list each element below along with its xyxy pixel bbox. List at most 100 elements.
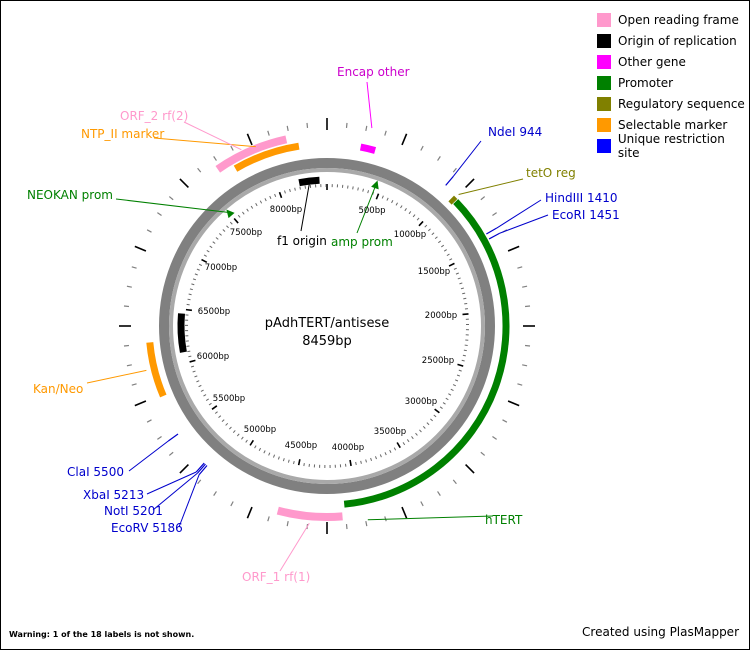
inner-tick xyxy=(185,308,193,312)
site-label-xbai: XbaI 5213 xyxy=(83,488,144,502)
outer-tick xyxy=(480,451,486,456)
outer-tick xyxy=(267,130,270,136)
outer-tick xyxy=(179,178,189,188)
inner-tick xyxy=(408,211,412,215)
outer-tick xyxy=(230,145,234,151)
outer-tick xyxy=(267,516,270,522)
outer-tick xyxy=(517,266,523,269)
inner-tick xyxy=(208,402,212,406)
inner-tick xyxy=(460,287,464,290)
legend-label: Promoter xyxy=(618,75,674,90)
inner-tick xyxy=(203,254,207,257)
inner-tick xyxy=(246,208,249,212)
inner-tick xyxy=(463,349,467,352)
outer-tick xyxy=(452,479,457,485)
inner-tick xyxy=(205,398,209,401)
inner-tick xyxy=(250,205,254,209)
inner-tick xyxy=(365,459,367,463)
inner-tick xyxy=(431,232,435,236)
inner-tick xyxy=(187,298,191,301)
outer-tick xyxy=(401,133,408,146)
inner-tick xyxy=(457,363,464,367)
legend-item-other-gene: Other gene xyxy=(597,51,749,72)
callout-line xyxy=(183,121,242,151)
legend-label: Other gene xyxy=(618,54,686,69)
inner-tick xyxy=(448,393,452,396)
inner-tick xyxy=(229,221,233,225)
inner-tick xyxy=(245,439,248,443)
inner-tick xyxy=(189,359,196,363)
legend-swatch xyxy=(597,75,611,90)
inner-tick xyxy=(430,418,433,422)
callout-line xyxy=(128,440,169,472)
outer-tick xyxy=(246,506,253,519)
bp-tick-label: 6000bp xyxy=(197,352,229,362)
inner-tick xyxy=(446,253,450,257)
bp-tick-label: 8000bp xyxy=(270,205,302,215)
inner-tick xyxy=(259,200,263,204)
inner-tick xyxy=(294,187,296,191)
inner-tick xyxy=(411,436,414,440)
bp-tick-label: 5000bp xyxy=(244,425,276,435)
feature-arcs xyxy=(146,135,510,521)
outer-tick xyxy=(157,436,162,440)
inner-tick xyxy=(455,272,459,275)
restriction-site-mark xyxy=(488,232,500,240)
inner-tick xyxy=(396,442,401,449)
inner-tick xyxy=(192,370,196,373)
legend-label: Regulatory sequence xyxy=(618,96,745,111)
inner-tick xyxy=(439,406,443,409)
inner-tick xyxy=(241,436,244,440)
inner-tick xyxy=(277,456,280,460)
inner-tick xyxy=(367,190,370,194)
inner-tick xyxy=(381,195,384,199)
restriction-site-mark xyxy=(445,175,454,186)
inner-tick xyxy=(258,447,262,451)
outer-tick xyxy=(480,196,486,201)
feature-label-hTERT: hTERT xyxy=(485,513,523,527)
inner-tick xyxy=(209,245,213,249)
inner-tick xyxy=(255,202,258,207)
inner-tick xyxy=(188,355,192,358)
inner-tick xyxy=(194,273,198,276)
inner-tick xyxy=(278,191,283,199)
bp-tick-label: 4500bp xyxy=(285,441,317,451)
restriction-site-mark xyxy=(167,433,179,442)
callout-line xyxy=(153,137,256,148)
feature-arc xyxy=(359,143,377,154)
outer-tick xyxy=(168,196,174,201)
inner-tick xyxy=(189,288,193,291)
callout-line xyxy=(300,180,311,232)
legend-item-promoter: Promoter xyxy=(597,72,749,93)
outer-tick xyxy=(230,501,234,507)
inner-tick xyxy=(395,202,398,206)
outer-tick xyxy=(134,245,147,252)
inner-tick xyxy=(375,193,380,200)
outer-tick xyxy=(492,212,497,216)
outer-tick xyxy=(437,491,441,496)
outer-tick xyxy=(522,285,528,288)
inner-tick xyxy=(386,197,389,201)
feature-arc xyxy=(298,176,320,187)
promoter-marker xyxy=(226,209,235,219)
inner-tick xyxy=(433,414,437,418)
inner-tick xyxy=(357,187,359,191)
outer-tick xyxy=(502,419,508,423)
outer-tick xyxy=(134,400,147,407)
inner-tick xyxy=(187,350,191,353)
outer-tick xyxy=(507,245,520,252)
bp-tick-label: 4000bp xyxy=(332,443,364,453)
legend-swatch xyxy=(597,12,611,27)
inner-tick xyxy=(229,426,232,430)
legend-item-regulatory: Regulatory sequence xyxy=(597,93,749,114)
site-label-ecori: EcoRI 1451 xyxy=(552,208,620,222)
inner-tick xyxy=(264,198,267,202)
restriction-site-mark xyxy=(195,462,205,473)
site-label-ndei: NdeI 944 xyxy=(488,125,542,139)
inner-tick xyxy=(349,459,352,467)
inner-tick xyxy=(212,241,216,244)
inner-tick xyxy=(448,262,455,267)
backbone-inner-ring xyxy=(169,168,485,484)
legend-label: Open reading frame xyxy=(618,12,739,27)
inner-tick xyxy=(428,228,431,232)
